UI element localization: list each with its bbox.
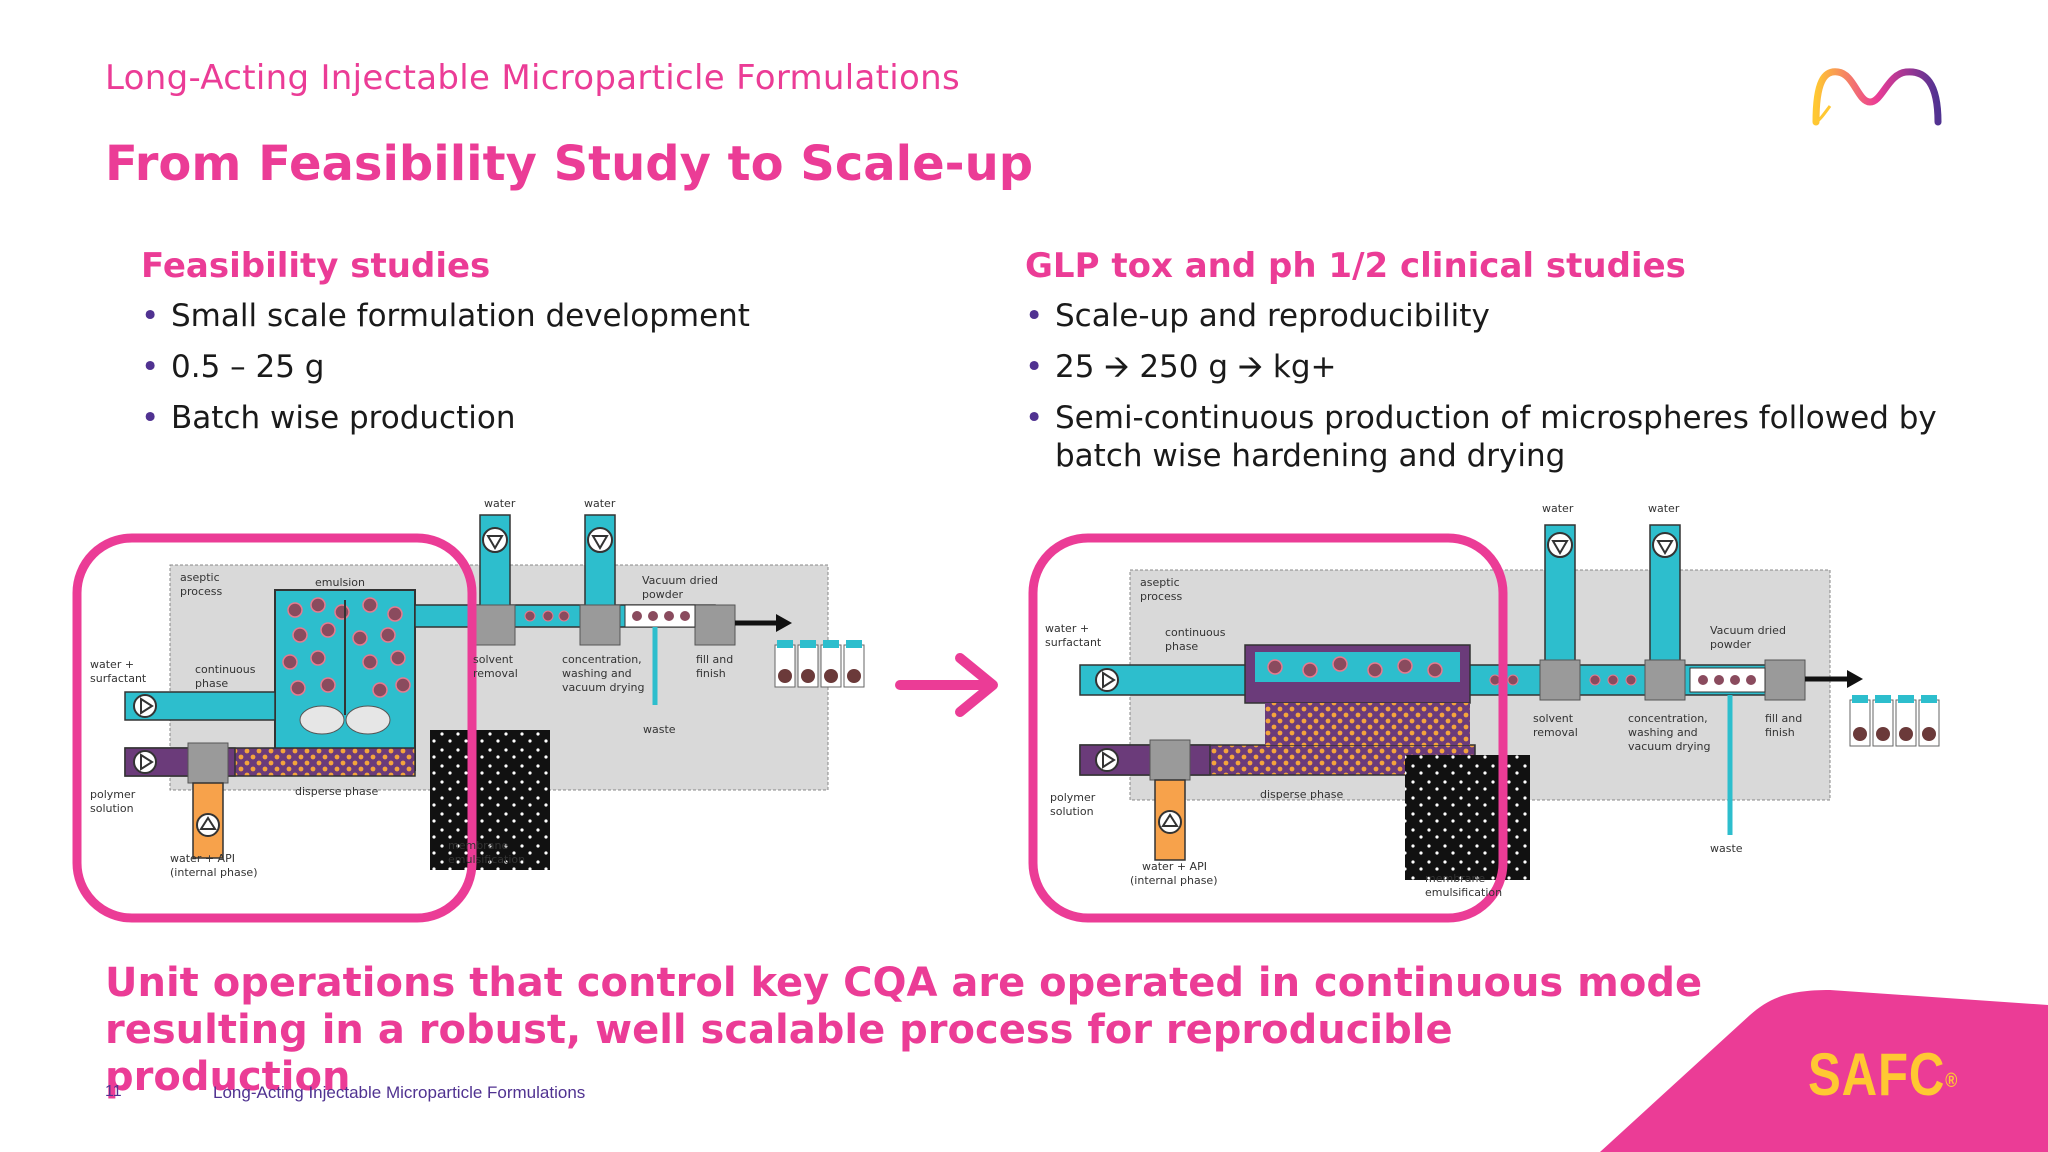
footer-text: Long-Acting Injectable Microparticle For…	[213, 1083, 586, 1102]
feasibility-heading: Feasibility studies	[141, 246, 491, 286]
pump-icon	[482, 527, 613, 553]
label: water +	[90, 658, 134, 671]
glp-heading: GLP tox and ph 1/2 clinical studies	[1025, 246, 1686, 286]
label: continuous	[195, 663, 256, 676]
label: waste	[1710, 842, 1743, 855]
label: water	[484, 497, 516, 510]
label: solvent	[473, 653, 514, 666]
label: Vacuum dried	[1710, 624, 1786, 637]
corner-decoration	[1600, 990, 2048, 1152]
label: phase	[1165, 640, 1198, 653]
label: fill and	[1765, 712, 1802, 725]
label: fill and	[696, 653, 733, 666]
list-item: 25 🡪 250 g 🡪 kg+	[1025, 348, 1945, 386]
label: polymer	[90, 788, 136, 801]
label: phase	[195, 677, 228, 690]
feasibility-process-diagram: water water aseptic process emulsion Vac…	[72, 497, 865, 923]
label: (internal phase)	[170, 866, 257, 879]
label: continuous	[1165, 626, 1226, 639]
label: concentration,	[562, 653, 642, 666]
safc-logo: SAFC®	[1808, 1041, 1959, 1108]
label: solution	[90, 802, 134, 815]
label: surfactant	[90, 672, 147, 685]
label: waste	[643, 723, 676, 736]
label: Vacuum dried	[642, 574, 718, 587]
label: emulsification	[448, 853, 525, 866]
list-item: Scale-up and reproducibility	[1025, 297, 1945, 335]
conclusion-text: Unit operations that control key CQA are…	[105, 960, 1703, 1100]
page-number: 11	[105, 1083, 122, 1100]
label: (internal phase)	[1130, 874, 1217, 887]
arrow-right-icon	[895, 653, 998, 717]
list-item: Semi-continuous production of microspher…	[1025, 399, 1945, 475]
label: aseptic	[180, 571, 220, 584]
label: water	[1648, 502, 1680, 515]
label: vacuum drying	[1628, 740, 1710, 753]
label: water + API	[170, 852, 235, 865]
label: emulsification	[1425, 886, 1502, 899]
label: process	[180, 585, 223, 598]
label: membrane	[1425, 872, 1485, 885]
label: disperse phase	[1260, 788, 1343, 801]
list-item: Small scale formulation development	[141, 297, 941, 335]
label: finish	[1765, 726, 1795, 739]
label: process	[1140, 590, 1183, 603]
slide-subtitle: Long-Acting Injectable Microparticle For…	[105, 58, 960, 98]
label: solvent	[1533, 712, 1574, 725]
label: powder	[642, 588, 683, 601]
label: emulsion	[315, 576, 365, 589]
label: solution	[1050, 805, 1094, 818]
label: water	[1542, 502, 1574, 515]
label: surfactant	[1045, 636, 1102, 649]
label: aseptic	[1140, 576, 1180, 589]
list-item: Batch wise production	[141, 399, 941, 437]
label: removal	[473, 667, 518, 680]
label: water + API	[1142, 860, 1207, 873]
label: washing and	[562, 667, 632, 680]
label: membrane	[448, 839, 508, 852]
slide-title: From Feasibility Study to Scale-up	[105, 136, 1034, 192]
scaleup-process-diagram: water water aseptic process Vacuum dried…	[1028, 502, 1940, 923]
label: finish	[696, 667, 726, 680]
label: vacuum drying	[562, 681, 644, 694]
list-item: 0.5 – 25 g	[141, 348, 941, 386]
label: removal	[1533, 726, 1578, 739]
label: powder	[1710, 638, 1751, 651]
label: polymer	[1050, 791, 1096, 804]
glp-bullets: Scale-up and reproducibility 25 🡪 250 g …	[1025, 297, 1945, 488]
vial-icon	[774, 640, 865, 688]
label: washing and	[1628, 726, 1698, 739]
label: water	[584, 497, 616, 510]
feasibility-bullets: Small scale formulation development 0.5 …	[141, 297, 941, 450]
label: disperse phase	[295, 785, 378, 798]
label: concentration,	[1628, 712, 1708, 725]
label: water +	[1045, 622, 1089, 635]
merck-logo-icon	[1812, 68, 1942, 126]
